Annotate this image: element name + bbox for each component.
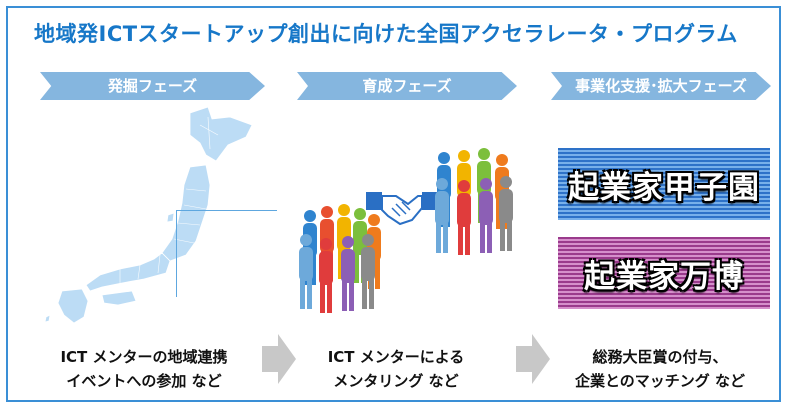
- caption-line: 総務大臣賞の付与、: [592, 348, 728, 366]
- handshake-icon: [366, 192, 438, 226]
- arrow-right-icon: [516, 334, 550, 384]
- caption-line: ICT メンターによる: [327, 348, 465, 366]
- page-title: 地域発ICTスタートアップ創出に向けた全国アクセラレータ・プログラム: [34, 22, 738, 46]
- phase-commercialization: 事業化支援･拡大フェーズ: [551, 72, 771, 100]
- japan-map-icon: [44, 106, 253, 324]
- caption-line: イベントへの参加 など: [66, 372, 222, 390]
- banner-banpaku-label: 起業家万博: [584, 258, 744, 295]
- caption-line: メンタリング など: [333, 372, 459, 390]
- caption-discovery: ICT メンターの地域連携 イベントへの参加 など: [24, 345, 264, 393]
- arrow-right-icon: [262, 334, 296, 384]
- caption-line: 企業とのマッチング など: [574, 372, 746, 390]
- people-group-icon: [435, 148, 513, 255]
- caption-commercialization: 総務大臣賞の付与、 企業とのマッチング など: [540, 345, 780, 393]
- phase-development: 育成フェーズ: [297, 72, 517, 100]
- people-group-icon: [299, 204, 381, 313]
- banner-koshien-label: 起業家甲子園: [568, 169, 760, 206]
- banner-koshien: 起業家甲子園: [558, 148, 770, 220]
- caption-line: ICT メンターの地域連携: [60, 348, 228, 366]
- banner-banpaku: 起業家万博: [558, 237, 770, 309]
- phase-discovery: 発掘フェーズ: [40, 72, 265, 100]
- map-connector-line: [176, 210, 277, 297]
- caption-development: ICT メンターによる メンタリング など: [276, 345, 516, 393]
